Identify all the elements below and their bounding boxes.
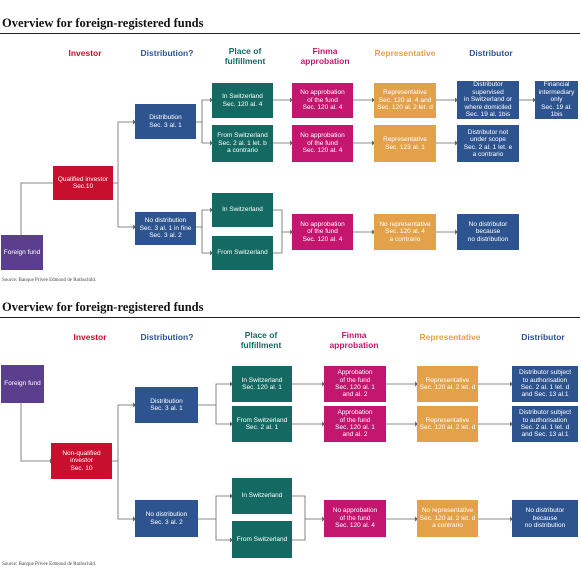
panel1-foreign-fund-box: Foreign fund	[1, 235, 43, 270]
panel1-distribution-box: Distribution Sec. 3 al. 1	[135, 104, 196, 139]
panel2-header-fulfillment: Place of fulfillment	[240, 330, 282, 350]
panel1-representative-box-2: Representative Sec. 123 al. 1	[374, 125, 436, 162]
panel1-in-switzerland-box-a: In Switzerland Sec. 120 al. 4	[212, 83, 273, 118]
panel1-source: Source: Banque Privée Edmond de Rothschi…	[2, 278, 97, 283]
panel1-representative-box-3: No representative Sec. 120 al. 4 a contr…	[374, 214, 436, 250]
panel1-header-investor: Investor	[68, 48, 102, 58]
panel2-header-distribution: Distribution?	[140, 332, 194, 342]
panel2-finma-box-3: No approbation of the fund Sec. 120 al. …	[324, 500, 386, 537]
panel2-in-switzerland-box-b: In Switzerland	[232, 478, 292, 514]
panel2-representative-box-3: No representative Sec. 120 al. 2 let. d …	[417, 500, 478, 537]
panel1-title-rule	[0, 33, 580, 34]
panel1-representative-box-1: Representative Sec. 120 al. 4 and Sec. 1…	[374, 83, 436, 118]
panel1-finma-box-1: No approbation of the fund Sec. 120 al. …	[292, 83, 353, 118]
panel2-header-representative: Representative	[419, 332, 481, 342]
panel1-no-distribution-box: No distribution Sec. 3 al. 1 in fine Sec…	[135, 212, 196, 245]
panel1-from-switzerland-box-b: From Switzerland	[212, 236, 273, 270]
panel1-financial-intermediary-box: Financial intermediary only Sec. 19 al. …	[535, 81, 578, 119]
panel1-distributor-box-3: No distributor because no distribution	[457, 214, 519, 250]
panel1-from-switzerland-box-a: From Switzerland Sec. 2 al. 1 let. b a c…	[212, 125, 273, 162]
panel1-finma-box-3: No approbation of the fund Sec. 120 al. …	[292, 214, 353, 250]
panel1-distributor-box-1: Distributor supervised in Switzerland or…	[457, 81, 519, 119]
panel2-non-qualified-investor-box: Non-qualified investor Sec. 10	[51, 443, 112, 479]
panel1-qualified-investor-box: Qualified investor Sec.10	[53, 166, 113, 200]
panel2-header-distributor: Distributor	[521, 332, 565, 342]
panel2-representative-box-2: Representative Sec. 120 al. 2 let. d	[417, 406, 478, 442]
panel2-header-investor: Investor	[73, 332, 107, 342]
panel1-header-distribution: Distribution?	[140, 48, 194, 58]
panel2-foreign-fund-box: Foreign fund	[1, 365, 44, 403]
panel2-representative-box-1: Representative Sec. 120 al. 2 let. d	[417, 366, 478, 402]
panel2-from-switzerland-box-b: From Switzerland	[232, 521, 292, 558]
panel1-header-distributor: Distributor	[469, 48, 513, 58]
panel2-distribution-box: Distribution Sec. 3 al. 1	[135, 387, 198, 423]
panel2-distributor-box-1: Distributor subject to authorisation Sec…	[512, 366, 578, 402]
panel2-from-switzerland-box-a: From Switzerland Sec. 2 al. 1	[232, 406, 292, 442]
panel1-header-fulfillment: Place of fulfillment	[224, 46, 266, 66]
panel2-source: Source: Banque Privée Edmond de Rothschi…	[2, 562, 97, 567]
panel2-finma-box-2: Approbation of the fund Sec. 120 al. 1 a…	[324, 406, 386, 442]
panel2-no-distribution-box: No distribution Sec. 3 al. 2	[135, 500, 198, 537]
panel2-header-finma: Finma approbation	[329, 330, 379, 350]
panel2-title-rule	[0, 317, 580, 318]
panel1-header-representative: Representative	[374, 48, 436, 58]
panel2-distributor-box-3: No distributor because no distribution	[512, 500, 578, 537]
panel2-in-switzerland-box-a: In Switzerland Sec. 120 al. 1	[232, 366, 292, 402]
panel1-finma-box-2: No approbation of the fund Sec. 120 al. …	[292, 125, 353, 162]
panel2-distributor-box-2: Distributor subject to authorisation Sec…	[512, 406, 578, 442]
panel1-title: Overview for foreign-registered funds	[2, 16, 204, 30]
panel2-title: Overview for foreign-registered funds	[2, 300, 204, 314]
panel2-finma-box-1: Approbation of the fund Sec. 120 al. 1 a…	[324, 366, 386, 402]
panel1-header-finma: Finma approbation	[300, 46, 350, 66]
panel1-in-switzerland-box-b: In Switzerland	[212, 193, 273, 227]
panel1-distributor-box-2: Distributor not under scope Sec. 2 al. 1…	[457, 125, 519, 162]
